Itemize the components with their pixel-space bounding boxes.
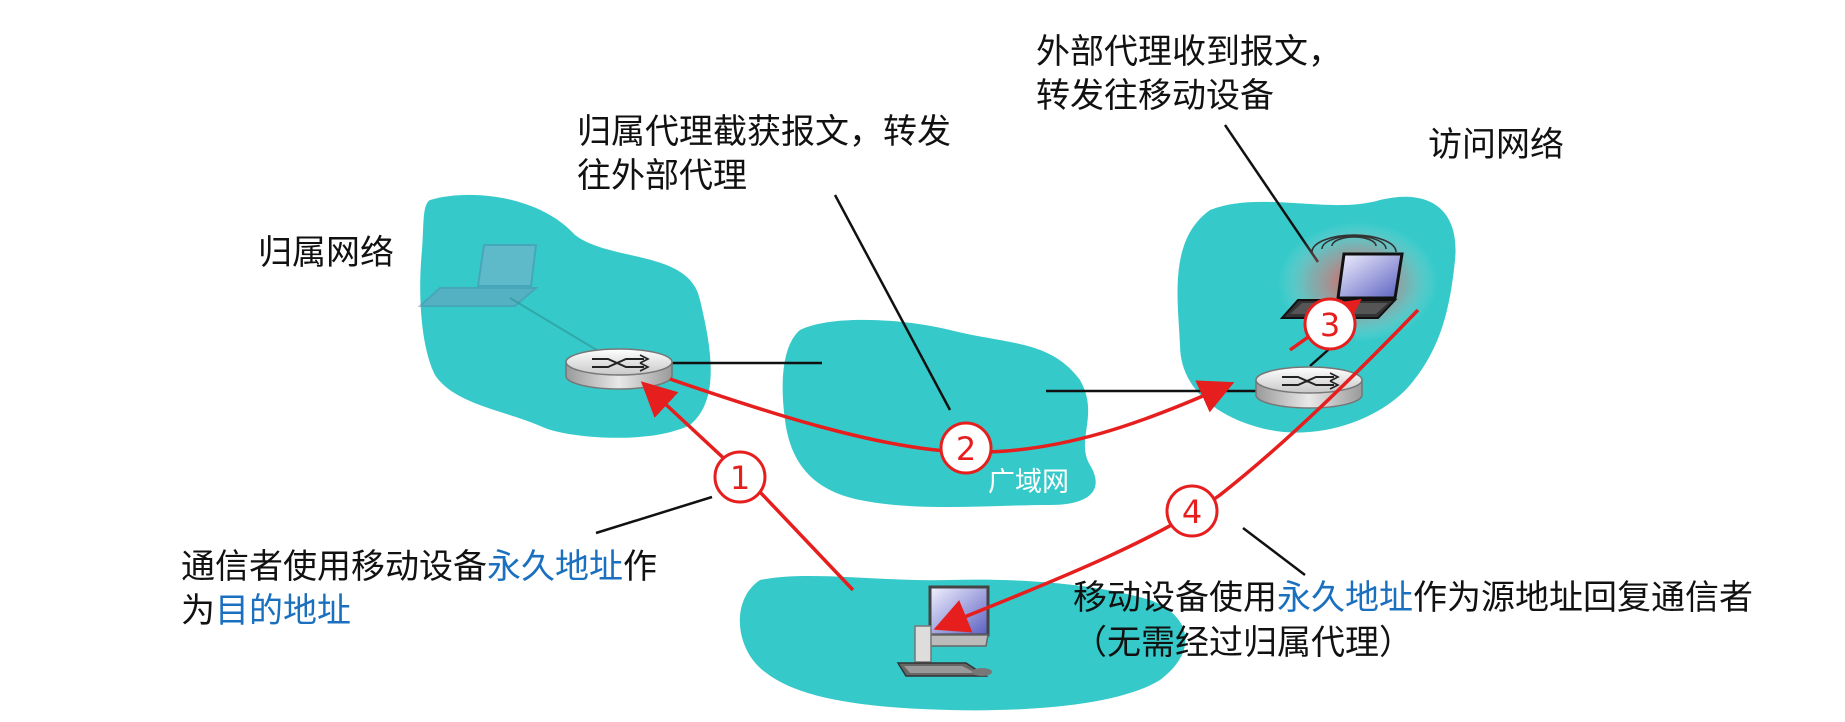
correspondent-note-line2: 为目的地址 <box>181 590 351 632</box>
home-agent-note-line2: 往外部代理 <box>577 156 747 196</box>
visited-router-icon <box>1255 366 1363 409</box>
ghost-laptop-icon <box>417 244 539 307</box>
reply-note-line2: （无需经过归属代理） <box>1073 623 1413 663</box>
arrow-step-4 <box>933 308 1420 633</box>
foreign-agent-note-line1: 外部代理收到报文， <box>1036 32 1342 72</box>
step-1-marker: 1 <box>713 450 767 504</box>
home-network-cloud <box>420 194 711 438</box>
step-2-marker: 2 <box>939 421 993 475</box>
correspondent-note-line1: 通信者使用移动设备永久地址作 <box>181 546 657 588</box>
correspondent-leader <box>595 495 713 535</box>
wan-cloud <box>782 319 1096 508</box>
step-1-label: 1 <box>730 459 750 497</box>
ghost-laptop-link <box>509 297 601 353</box>
reply-note-part3: 作为源地址回复通信者 <box>1413 578 1753 618</box>
reply-leader <box>1242 527 1306 576</box>
reply-note-part1: 移动设备使用 <box>1073 578 1277 618</box>
correspondent-note-destination-address: 目的地址 <box>215 591 351 631</box>
correspondent-note-part1: 通信者使用移动设备 <box>181 547 487 587</box>
step-3-label: 3 <box>1320 306 1340 344</box>
home-agent-leader <box>833 194 952 411</box>
correspondent-note-part4: 为 <box>181 591 215 631</box>
home-network-label: 归属网络 <box>258 233 394 273</box>
reply-note-permanent-address: 永久地址 <box>1277 578 1413 618</box>
home-agent-note-line1: 归属代理截获报文，转发 <box>577 112 951 152</box>
visited-network-label: 访问网络 <box>1428 125 1564 165</box>
foreign-agent-note-line2: 转发往移动设备 <box>1036 76 1274 116</box>
correspondent-note-permanent-address: 永久地址 <box>487 547 623 587</box>
step-4-marker: 4 <box>1165 484 1219 538</box>
wifi-signal-icon <box>1311 234 1397 253</box>
step-4-label: 4 <box>1182 493 1202 531</box>
correspondent-note-part3: 作 <box>623 547 657 587</box>
wan-label: 广域网 <box>988 467 1069 498</box>
step-3-marker: 3 <box>1303 297 1357 351</box>
home-router-icon <box>565 348 673 390</box>
step-2-label: 2 <box>956 430 976 468</box>
reply-note-line1: 移动设备使用永久地址作为源地址回复通信者 <box>1073 577 1753 619</box>
